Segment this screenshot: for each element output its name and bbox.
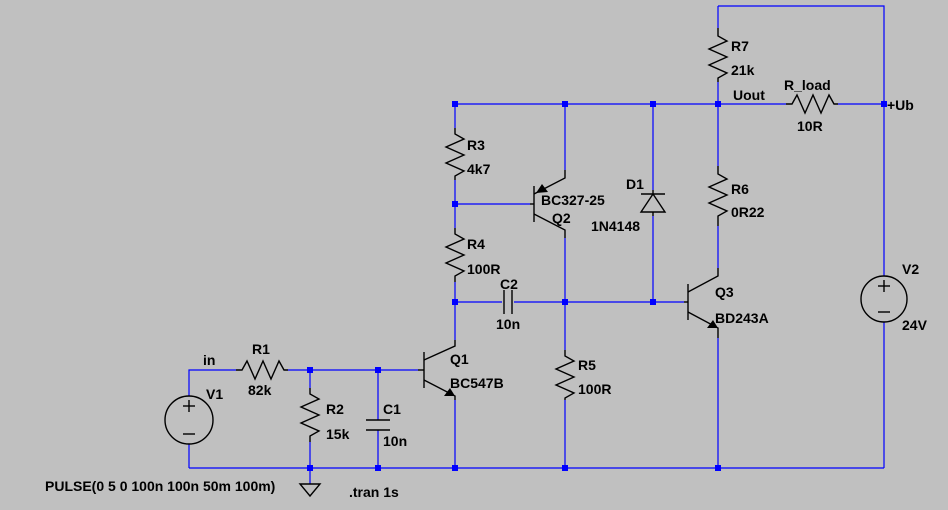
resistor-r2[interactable] [299, 388, 321, 442]
d1-value: 1N4148 [591, 218, 640, 234]
wires [188, 5, 885, 484]
r6-ref: R6 [731, 181, 749, 197]
r3-value: 4k7 [467, 161, 491, 177]
voltage-source-v1[interactable] [164, 395, 214, 445]
capacitor-c1[interactable] [366, 419, 390, 431]
r5-ref: R5 [578, 357, 596, 373]
q1-value: BC547B [450, 375, 504, 391]
v1-ref: V1 [206, 386, 223, 402]
r1-ref: R1 [252, 341, 270, 357]
q2-ref: Q2 [552, 210, 571, 226]
uout-net-label: Uout [733, 87, 765, 103]
resistor-r4[interactable] [444, 228, 466, 282]
r3-ref: R3 [467, 137, 485, 153]
transistor-q3[interactable] [684, 268, 719, 338]
transistor-q1[interactable] [418, 340, 456, 400]
resistor-r6[interactable] [707, 166, 729, 226]
r7-ref: R7 [731, 38, 749, 54]
r-load-ref: R_load [784, 77, 831, 93]
c1-ref: C1 [383, 401, 401, 417]
r6-value: 0R22 [731, 204, 765, 220]
r4-value: 100R [467, 261, 500, 277]
in-net-label: in [203, 352, 215, 368]
d1-ref: D1 [626, 176, 644, 192]
diode-d1[interactable] [639, 190, 667, 216]
c2-value: 10n [496, 316, 520, 332]
capacitor-c2[interactable] [503, 290, 513, 314]
r7-value: 21k [731, 62, 755, 78]
q3-value: BD243A [715, 310, 769, 326]
spice-directive[interactable]: .tran 1s [349, 484, 399, 500]
v2-ref: V2 [902, 261, 919, 277]
resistor-r-load[interactable] [786, 93, 838, 115]
ground-symbol [298, 483, 322, 498]
voltage-source-v2[interactable] [860, 275, 908, 323]
q1-ref: Q1 [450, 351, 469, 367]
r-load-value: 10R [797, 118, 823, 134]
r1-value: 82k [248, 382, 272, 398]
transistor-q2[interactable] [530, 170, 566, 238]
r2-value: 15k [326, 426, 350, 442]
r5-value: 100R [578, 381, 611, 397]
resistor-r3[interactable] [444, 128, 466, 180]
resistor-r1[interactable] [236, 359, 288, 381]
q2-value: BC327-25 [541, 192, 605, 208]
c2-ref: C2 [500, 276, 518, 292]
v2-value: 24V [902, 317, 928, 333]
junctions [307, 101, 887, 471]
r2-ref: R2 [326, 401, 344, 417]
c1-value: 10n [383, 433, 407, 449]
labels: R7 21k Uout R_load 10R +Ub R3 4k7 D1 1N4… [45, 38, 928, 500]
r4-ref: R4 [467, 236, 485, 252]
resistor-r7[interactable] [707, 28, 729, 82]
q3-ref: Q3 [715, 284, 734, 300]
resistor-r5[interactable] [554, 350, 576, 400]
v1-value: PULSE(0 5 0 100n 100n 50m 100m) [45, 478, 275, 494]
ub-net-label: +Ub [887, 97, 914, 113]
